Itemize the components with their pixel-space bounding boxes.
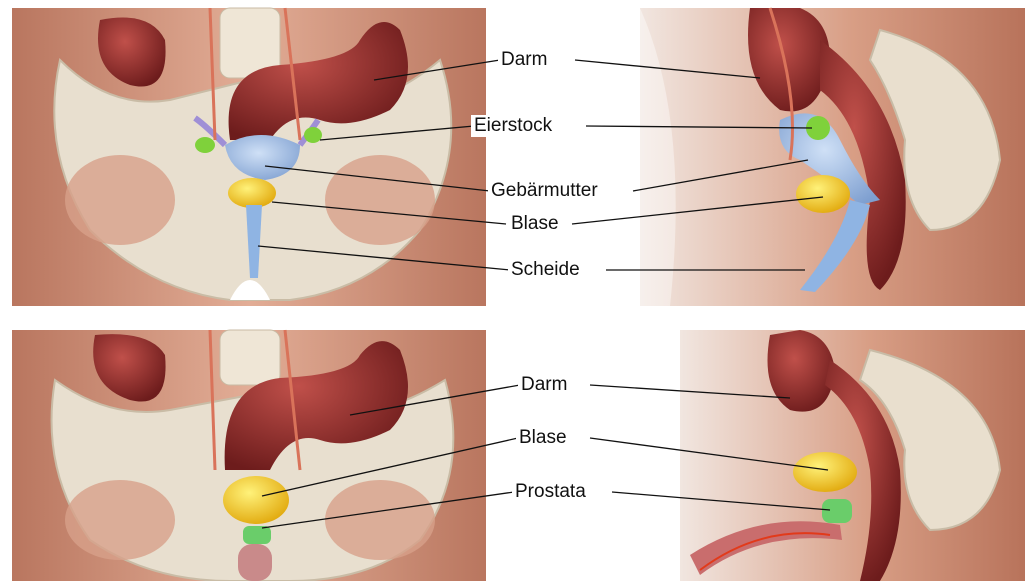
label-prostata: Prostata (512, 481, 589, 503)
label-darm-female: Darm (498, 49, 550, 71)
female-side-panel (640, 8, 1025, 306)
label-darm-male: Darm (518, 374, 570, 396)
label-eierstock: Eierstock (471, 115, 555, 137)
label-gebaermutter: Gebärmutter (488, 180, 601, 202)
label-blase-female: Blase (508, 213, 562, 235)
label-scheide: Scheide (508, 259, 583, 281)
male-front-panel (12, 330, 486, 581)
label-blase-male: Blase (516, 427, 570, 449)
male-side-panel (680, 330, 1025, 581)
bladder-shape (228, 178, 276, 208)
ovary-shape (195, 137, 215, 153)
